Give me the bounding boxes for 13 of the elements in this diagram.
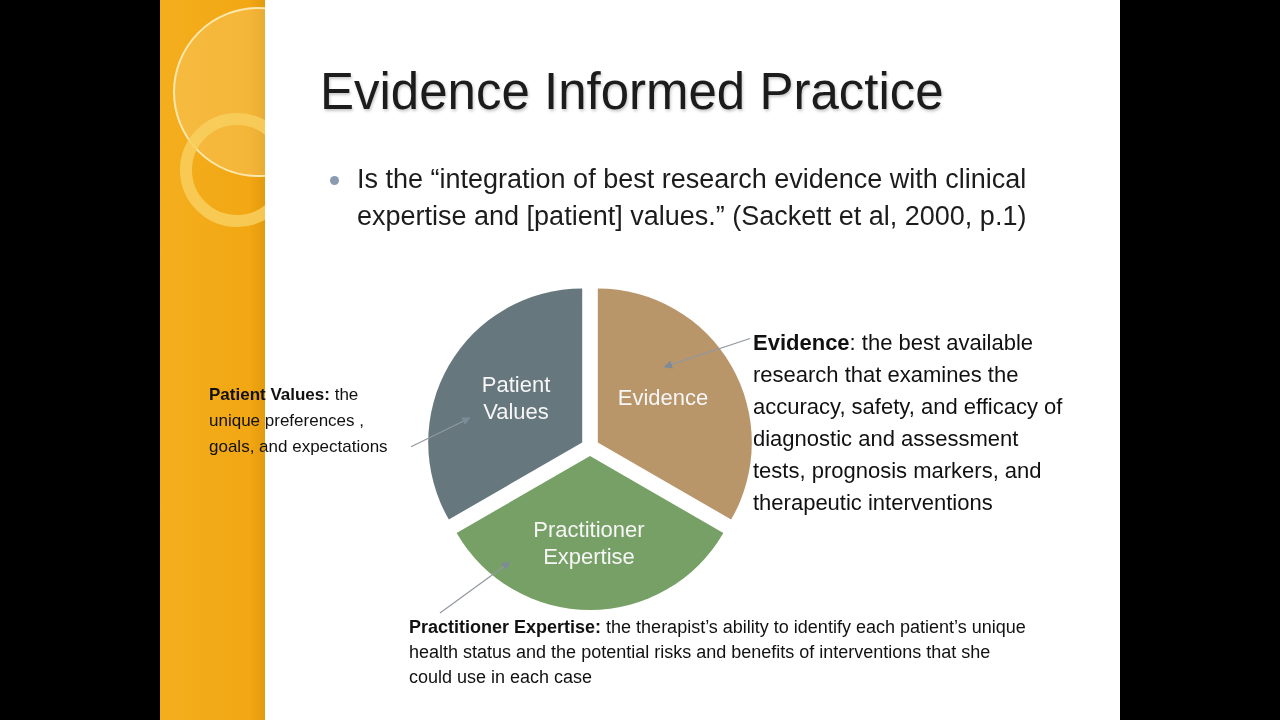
- leader-arrow: [439, 561, 511, 614]
- bullet-text: Is the “integration of best research evidence with clinical expertise and [patient] values.” (Sackett et al, 2000, p.1): [357, 163, 1028, 233]
- segment-label: Patient Values: [481, 371, 551, 425]
- description-text: Practitioner Expertise: the therapist’s ability to identify each patient’s unique health status and the potential risks and benefits of interventions that she could use in each case: [409, 615, 1029, 690]
- segment-label: Practitioner Expertise: [533, 516, 645, 570]
- description-text: Evidence: the best available research that examines the accuracy, safety, and efficacy of diagnostic and assessment tests, prognosis markers, and therapeutic interventions: [753, 327, 1068, 519]
- pie-segment: [456, 456, 724, 610]
- pie-segment: [597, 288, 752, 520]
- leader-arrow: [410, 417, 471, 448]
- pie-segment: [428, 288, 583, 520]
- leader-arrow: [663, 337, 751, 369]
- slide-title: Evidence Informed Practice: [320, 63, 944, 122]
- segment-label: Evidence: [617, 383, 709, 411]
